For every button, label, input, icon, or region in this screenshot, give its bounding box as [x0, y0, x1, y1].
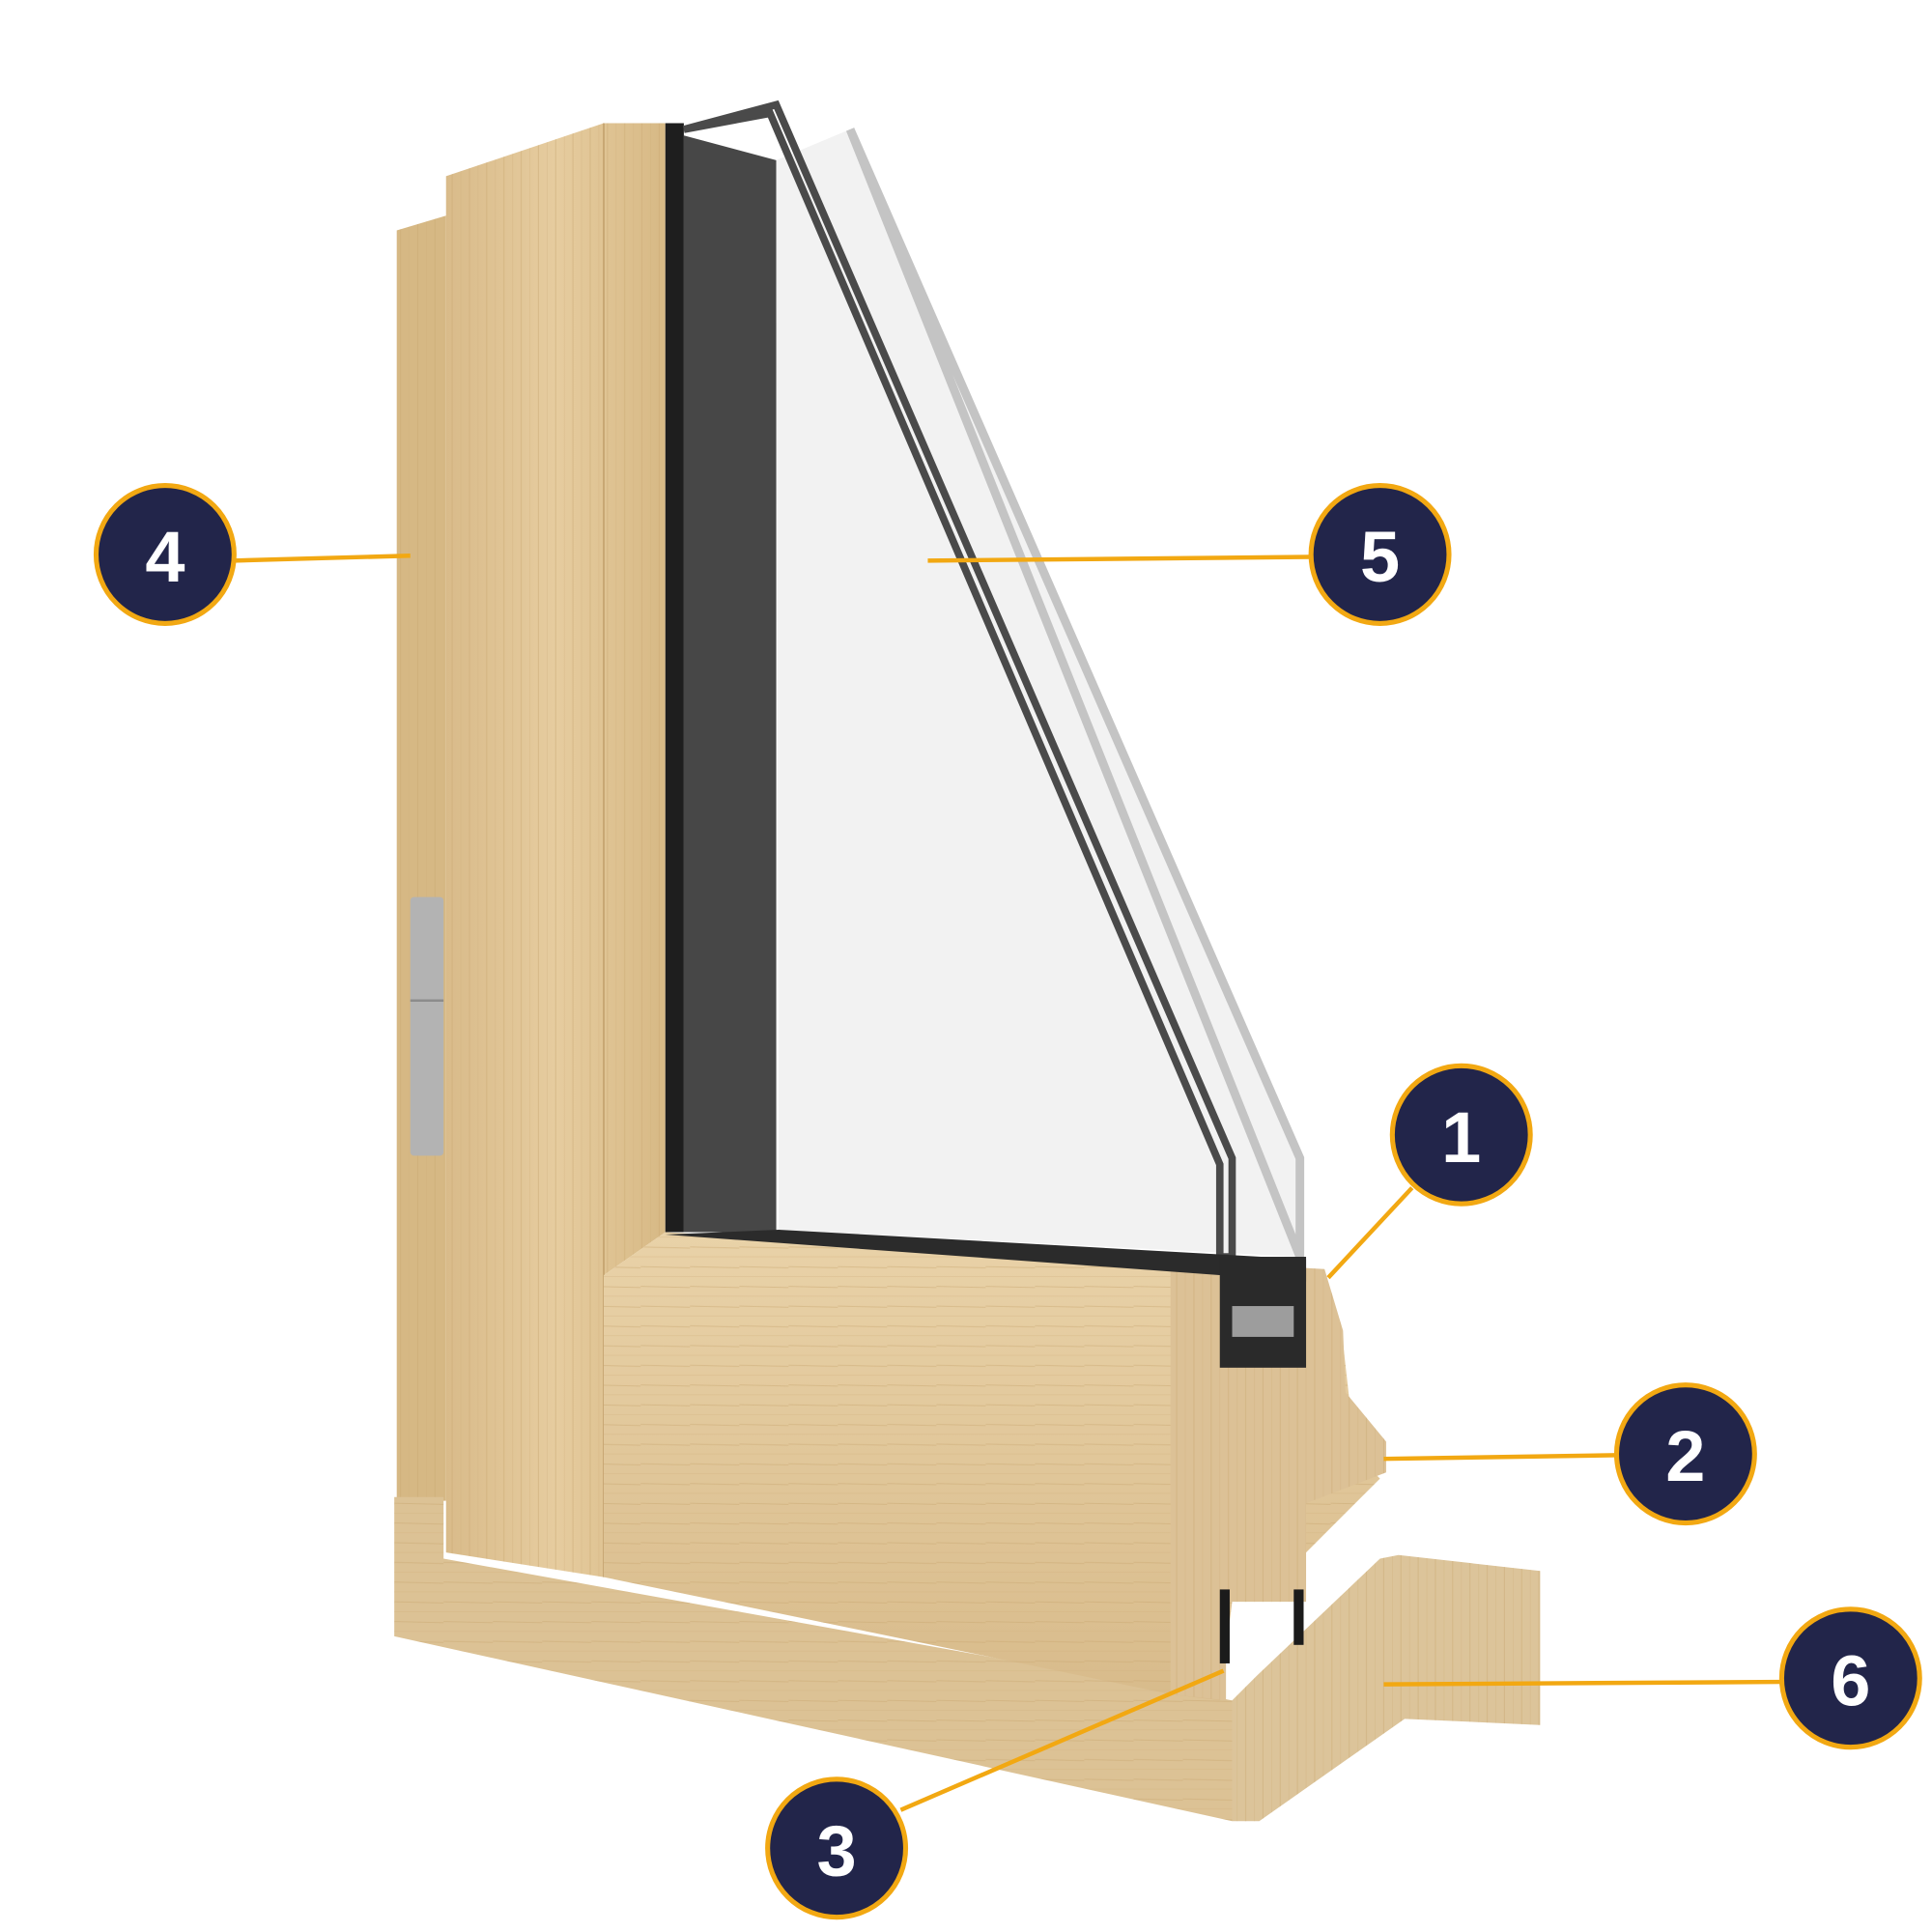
- callout-badge-2: 2: [1613, 1382, 1757, 1526]
- leader-line-3: [899, 1668, 1225, 1812]
- spacer-bar: [683, 135, 777, 1233]
- gasket: [1293, 1589, 1304, 1645]
- leader-line-6: [1383, 1679, 1782, 1687]
- callout-badge-3: 3: [765, 1776, 909, 1920]
- leader-lines: [234, 554, 1782, 1812]
- glazing-seal: [665, 123, 684, 1233]
- callout-badge-4: 4: [93, 483, 237, 626]
- hinge: [410, 896, 444, 1156]
- callout-label: 4: [145, 517, 185, 597]
- sash-vertical: [445, 123, 666, 1577]
- leader-line-1: [1326, 1186, 1414, 1280]
- callout-label: 5: [1360, 517, 1400, 597]
- frame-vertical: [396, 215, 446, 1501]
- callout-label: 2: [1665, 1416, 1705, 1496]
- frame-sill: [394, 1496, 1541, 1822]
- gasket: [1219, 1589, 1230, 1663]
- callout-badge-1: 1: [1389, 1063, 1533, 1207]
- leader-line-5: [927, 554, 1312, 563]
- leader-line-4: [234, 554, 411, 563]
- callout-badge-5: 5: [1308, 483, 1452, 626]
- callout-label: 3: [817, 1810, 857, 1890]
- leader-line-2: [1383, 1453, 1617, 1462]
- callout-label: 6: [1831, 1640, 1870, 1720]
- callout-badge-6: 6: [1778, 1606, 1922, 1750]
- callout-label: 1: [1441, 1097, 1481, 1178]
- double-glazing: [665, 99, 1307, 1368]
